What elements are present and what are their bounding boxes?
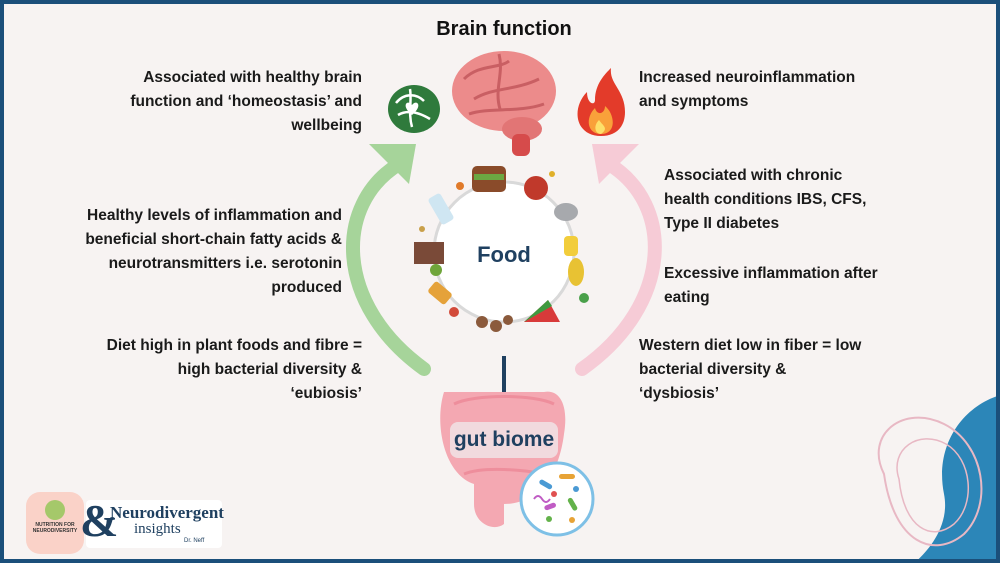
brand-line1: Neurodivergent — [110, 503, 224, 522]
diagram-title: Brain function — [436, 18, 572, 40]
food-label: Food — [477, 242, 531, 267]
green-arrow — [346, 157, 431, 376]
left-top-text: Associated with healthy brain function a… — [130, 69, 362, 134]
gut-biome-label: gut biome — [453, 428, 555, 451]
blue-blob-shape — [918, 396, 996, 559]
green-brain-icon — [388, 85, 440, 133]
pink-arrow — [575, 157, 662, 376]
left-middle-text: Healthy levels of inflammation and benef… — [85, 207, 342, 296]
contour-lines — [877, 416, 983, 547]
ampersand-logo: & — [80, 495, 119, 546]
pink-arrow-head — [592, 144, 639, 184]
fire-icon — [577, 68, 625, 136]
right-bottom-text: Western diet low in fiber = low bacteria… — [639, 337, 862, 402]
right-logo-box — [86, 500, 222, 548]
right-lower-middle-text: Excessive inflammation after eating — [664, 265, 878, 306]
green-arrow-head — [369, 144, 416, 184]
background-graphics — [26, 51, 996, 559]
bacteria-icon — [519, 461, 595, 537]
right-upper-middle-text: Associated with chronic health condition… — [664, 167, 867, 232]
right-top-text: Increased neuroinflammation and symptoms — [639, 69, 856, 110]
brand-line2: insights — [134, 521, 181, 537]
food-circle-icon — [414, 166, 589, 332]
left-logo-box — [26, 492, 84, 554]
left-bottom-text: Diet high in plant foods and fibre = hig… — [106, 337, 362, 402]
brain-icon — [452, 51, 556, 156]
left-logo-text: NUTRITION FOR NEURODIVERSITY — [32, 522, 78, 534]
brand-sub: Dr. Neff — [184, 538, 205, 544]
